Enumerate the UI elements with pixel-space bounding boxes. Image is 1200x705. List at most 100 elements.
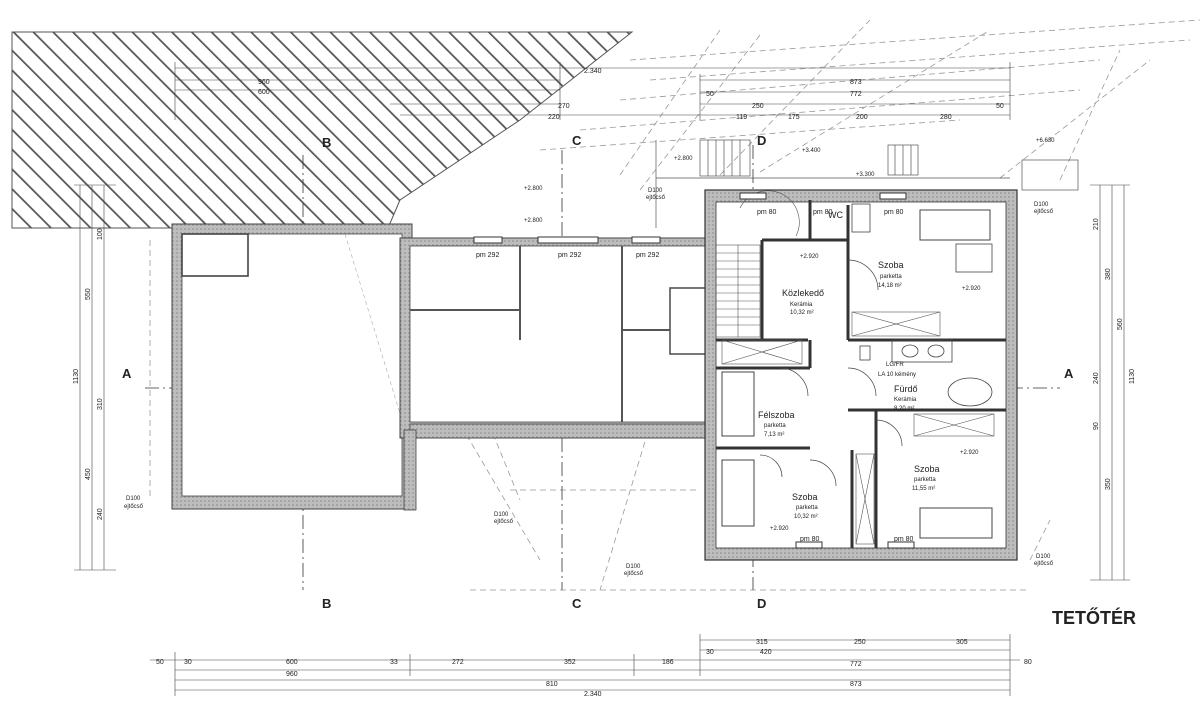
downpipe-labels: D100 ejtőcső D100 ejtőcső D100 ejtőcső D… (124, 188, 1054, 577)
garage-block (171, 223, 413, 510)
dim-bot-right: 873 (850, 681, 862, 688)
dim-bot-e: 272 (452, 659, 464, 666)
room-name: Fürdő (894, 384, 918, 394)
dim-bot-d: 33 (390, 659, 398, 666)
room-name: Szoba (792, 492, 818, 502)
dim-top-b: 270 (558, 103, 570, 110)
dim-left-total: 1130 (73, 369, 80, 384)
dim-right-d: 240 (1093, 372, 1100, 384)
level-label: +3.300 (856, 172, 875, 178)
window-label: pm 292 (636, 252, 659, 259)
level-markers: +2.920 +2.920 +2.920 +2.920 +2.800 +2.80… (524, 138, 1055, 532)
level-label: +2.800 (524, 186, 543, 192)
level-label: +2.920 (960, 450, 979, 456)
dim-bot-j: 305 (956, 639, 968, 646)
room-name: Félszoba (758, 410, 795, 420)
downpipe-label: ejtőcső (1034, 209, 1054, 215)
downpipe-label: ejtőcső (1034, 561, 1054, 567)
axis-label-c-top: C (572, 133, 582, 148)
dim-top-left2: 600 (258, 89, 270, 96)
level-label: +2.800 (524, 218, 543, 224)
dimension-lines-right (1090, 184, 1130, 581)
room-area: 14,18 m² (878, 283, 902, 289)
dim-top-e: 200 (856, 114, 868, 121)
room-floor: parketta (880, 274, 902, 280)
dim-left-a: 550 (85, 288, 92, 300)
dim-top-g: 280 (940, 114, 952, 121)
downpipe-label: ejtőcső (124, 504, 144, 510)
doors (759, 259, 903, 487)
window-label: pm 80 (894, 536, 914, 543)
room-area: 10,32 m² (790, 310, 814, 316)
room-area: 8,20 m² (894, 406, 914, 412)
axis-label-a-left: A (122, 366, 132, 381)
dimension-lines-bottom (150, 634, 1020, 696)
room-floor: parketta (796, 505, 818, 511)
dim-bot-k: 420 (760, 649, 772, 656)
dim-bot-g: 186 (662, 659, 674, 666)
room-floor: Kerámia (790, 302, 813, 308)
downpipe-label: ejtőcső (624, 571, 644, 577)
room-furdo: Fürdő Kerámia 8,20 m² (894, 384, 918, 412)
dim-top-total: 2.340 (584, 68, 602, 75)
room-kozlekedo: Közlekedő Kerámia 10,32 m² (782, 288, 824, 316)
level-label: +2.800 (674, 156, 693, 162)
level-label: +6.630 (1036, 138, 1055, 144)
roof-hatch (11, 31, 634, 229)
dim-bot-f: 352 (564, 659, 576, 666)
room-szoba-se: Szoba parketta 11,55 m² (912, 464, 940, 492)
room-floor: Kerámia (894, 397, 917, 403)
level-label: +2.920 (800, 254, 819, 260)
downpipe-label: D100 (1034, 202, 1049, 208)
downpipe-label: D100 (626, 564, 641, 570)
axis-label-c-bottom: C (572, 596, 582, 611)
dim-top-left: 960 (258, 79, 270, 86)
downpipe-label: D100 (126, 496, 141, 502)
dim-bot-h: 315 (756, 639, 768, 646)
dim-right-total: 1130 (1129, 369, 1136, 384)
dim-top-d: 175 (788, 114, 800, 121)
dim-top-right2: 772 (850, 91, 862, 98)
dim-top-h: 119 (736, 114, 747, 121)
dim-right-f: 210 (1093, 218, 1100, 230)
dim-right-b: 380 (1105, 268, 1112, 280)
dim-right-a: 560 (1117, 318, 1124, 330)
dim-top-right: 873 (850, 79, 862, 86)
room-floor: parketta (764, 423, 786, 429)
dim-top-i: 50 (996, 103, 1004, 110)
window-label: pm 80 (757, 209, 777, 216)
level-label: +2.920 (962, 286, 981, 292)
dim-right-c: 350 (1105, 478, 1112, 490)
dim-bot-l: 30 (706, 649, 714, 656)
room-name: Szoba (914, 464, 940, 474)
room-name: Szoba (878, 260, 904, 270)
dim-left-d: 100 (97, 228, 104, 240)
window-markers (473, 192, 915, 549)
room-area: 10,32 m² (794, 514, 818, 520)
dim-right-e: 90 (1093, 422, 1100, 430)
room-szoba-ne: Szoba parketta 14,18 m² (878, 260, 904, 289)
dim-top-c: 220 (548, 114, 560, 121)
chimney-label: LA 10 kémény (878, 372, 916, 378)
bathroom-fixtures (851, 203, 993, 407)
downpipe-label: ejtőcső (494, 519, 514, 525)
downpipe-label: ejtőcső (646, 195, 666, 201)
downpipe-label: D100 (648, 188, 663, 194)
beds (721, 209, 993, 539)
room-szoba-s: Szoba parketta 10,32 m² (792, 492, 818, 520)
window-label: pm 80 (800, 536, 820, 543)
axis-label-a-right: A (1064, 366, 1074, 381)
room-area: 11,55 m² (912, 486, 935, 492)
dim-left-c: 240 (97, 508, 104, 520)
dim-left-e: 310 (97, 398, 104, 410)
dimension-lines-top (174, 62, 1011, 120)
room-floor: parketta (914, 477, 936, 483)
dim-bot-mid: 810 (546, 681, 558, 688)
dim-bot-right2: 772 (850, 661, 862, 668)
room-wc: WC (828, 210, 843, 220)
axis-label-d-bottom: D (757, 596, 766, 611)
dimension-lines-left (74, 184, 116, 571)
window-label: pm 80 (813, 209, 833, 216)
window-label: pm 292 (476, 252, 499, 259)
